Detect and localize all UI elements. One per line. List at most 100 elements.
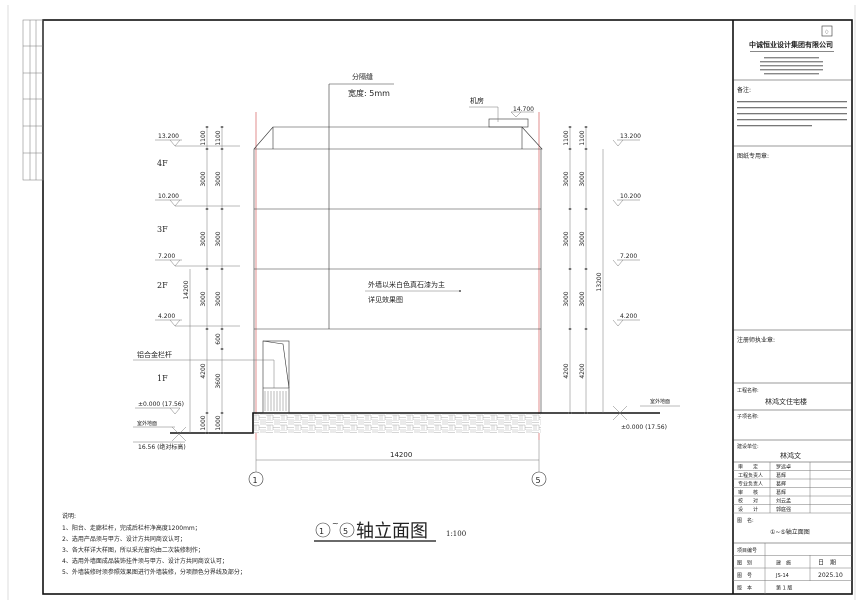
info-row-value: JS-14 (775, 573, 789, 579)
signoff-name: 罗远卓 (776, 464, 791, 471)
level-marker-icon (169, 259, 181, 267)
axis-label-5: 5 (536, 476, 541, 485)
dimension-value: 3000 (215, 291, 222, 306)
drawing-name: ①~⑤轴立面图 (770, 528, 810, 536)
info-row-value: 建 施 (776, 560, 791, 567)
separation-joint-label: 分隔缝 (352, 72, 373, 81)
info-row-value: 第 1 版 (776, 585, 792, 592)
drawing-frame (42, 19, 853, 595)
level-left: 7.200 (158, 253, 175, 260)
level-marker-icon (612, 319, 624, 327)
info-row-label: 版 本 (737, 585, 752, 592)
dimension-value: 3000 (200, 291, 207, 306)
dimension-value: 4200 (563, 363, 570, 378)
dimension-value: 1000 (200, 415, 207, 430)
dimension-value: 4200 (579, 363, 586, 378)
separation-joint-width: 宽度: 5mm (348, 88, 390, 98)
company-name: 中诚恒业设计集团有限公司 (749, 40, 833, 49)
signoff-role: 设 计 (738, 506, 758, 513)
dimension-value: 1100 (563, 130, 570, 145)
note-item: 2、选用产品须与甲方、设计方共同商议认可； (62, 535, 186, 543)
dimension-value: 1100 (200, 130, 207, 145)
signoff-role: 审 定 (738, 464, 758, 471)
seal-label: 图纸专用章: (737, 152, 769, 160)
svg-text:♢: ♢ (824, 29, 829, 36)
level-marker-icon (169, 319, 181, 327)
wall-note-line2: 详见效果图 (368, 295, 403, 304)
title-tilde: ~ (332, 519, 339, 528)
company-logo-icon (821, 25, 833, 37)
info-row-extra: 2025.10 (818, 572, 843, 579)
notes-heading: 说明: (62, 512, 76, 520)
info-row-label: 图 别 (737, 560, 752, 567)
axis-label-1: 1 (253, 476, 258, 485)
project-name: 林鸿文住宅楼 (765, 397, 807, 406)
signoff-name: 郭庭强 (776, 506, 791, 513)
level-marker-icon (169, 199, 181, 207)
remarks-label: 备注: (737, 86, 751, 94)
dimension-value: 3000 (579, 291, 586, 306)
general-notes: 说明: 1、阳台、走廊栏杆，完成后栏杆净高度1200mm； 2、选用产品须与甲方… (62, 512, 246, 576)
dimension-total-right: 13200 (596, 272, 603, 291)
level-right-ground: ±0.000 (17.56) (621, 424, 667, 431)
dimension-value: 600 (215, 333, 222, 345)
signoff-name: 葛辉 (776, 472, 786, 479)
floor-label-2f: 2F (157, 281, 168, 290)
level-marker-icon (612, 139, 624, 147)
title-block: ♢ 中诚恒业设计集团有限公司 备注: 图纸专用章: 注册师执业章: 工程名称: … (733, 25, 852, 594)
signoff-role: 工程负责人 (738, 472, 763, 479)
level-left: 13.200 (158, 133, 179, 140)
dimension-value: 3000 (579, 171, 586, 186)
dimension-value: 1000 (215, 415, 222, 430)
company-info-lines (750, 51, 834, 75)
dimension-value: 3000 (200, 171, 207, 186)
level-marker-icon (169, 139, 181, 147)
dimension-value: 3000 (200, 231, 207, 246)
outdoor-ground-label-right: 室外地面 (650, 398, 670, 405)
level-left-ground: ±0.000 (17.56) (138, 401, 184, 408)
title-scale: 1:100 (446, 530, 466, 538)
axis-bubble-5 (531, 471, 547, 487)
binding-strip (22, 19, 44, 181)
axis-bubble-1 (248, 471, 264, 487)
foundation-hatch (254, 414, 541, 433)
outdoor-ground-label-left: 室外地面 (137, 420, 157, 427)
level-marker-icon (612, 199, 624, 207)
machine-room-label: 机房 (470, 96, 484, 105)
signoff-name: 葛辉 (776, 489, 786, 496)
dimension-value: 3000 (579, 231, 586, 246)
machine-room (488, 118, 529, 128)
signoff-role: 审 核 (738, 489, 758, 496)
info-row-extra: 日 期 (818, 559, 836, 567)
level-right: 7.200 (620, 253, 637, 260)
dimension-value: 3000 (563, 171, 570, 186)
signoff-role: 专业负责人 (738, 481, 763, 488)
machine-room-level: 14.700 (513, 106, 534, 113)
floor-label-3f: 3F (157, 225, 168, 234)
drawing-title: 1 ~ 5 轴立面图 1:100 (314, 519, 466, 542)
signoff-role: 校 对 (738, 498, 758, 505)
dimension-value: 1100 (579, 130, 586, 145)
drawing-name-label: 图 名: (737, 517, 754, 524)
level-left: 10.200 (158, 193, 179, 200)
aluminum-railing (262, 340, 290, 414)
dimension-value: 3600 (215, 373, 222, 388)
title-axis-to: 5 (343, 527, 348, 536)
note-item: 5、外墙装修时须参照效果图进行外墙装修，分项颜色分界线及部分； (62, 568, 246, 576)
ground-line (170, 412, 660, 434)
floor-label-1f: 1F (157, 374, 168, 383)
level-left: 4.200 (158, 313, 175, 320)
level-right: 4.200 (620, 313, 637, 320)
axis-span-value: 14200 (390, 451, 412, 459)
client-label: 建设单位: (737, 443, 759, 450)
railing-label: 铝合金栏杆 (137, 350, 172, 359)
level-right: 13.200 (620, 133, 641, 140)
level-marker-icon (169, 407, 181, 415)
project-label: 工程名称: (737, 387, 759, 394)
dimension-value: 3000 (563, 291, 570, 306)
floor-label-4f: 4F (157, 159, 168, 168)
note-item: 4、选用外墙面成品装饰挂件须与甲方、设计方共同商议认可； (62, 557, 228, 565)
level-right: 10.200 (620, 193, 641, 200)
dimension-value: 4200 (200, 363, 207, 378)
